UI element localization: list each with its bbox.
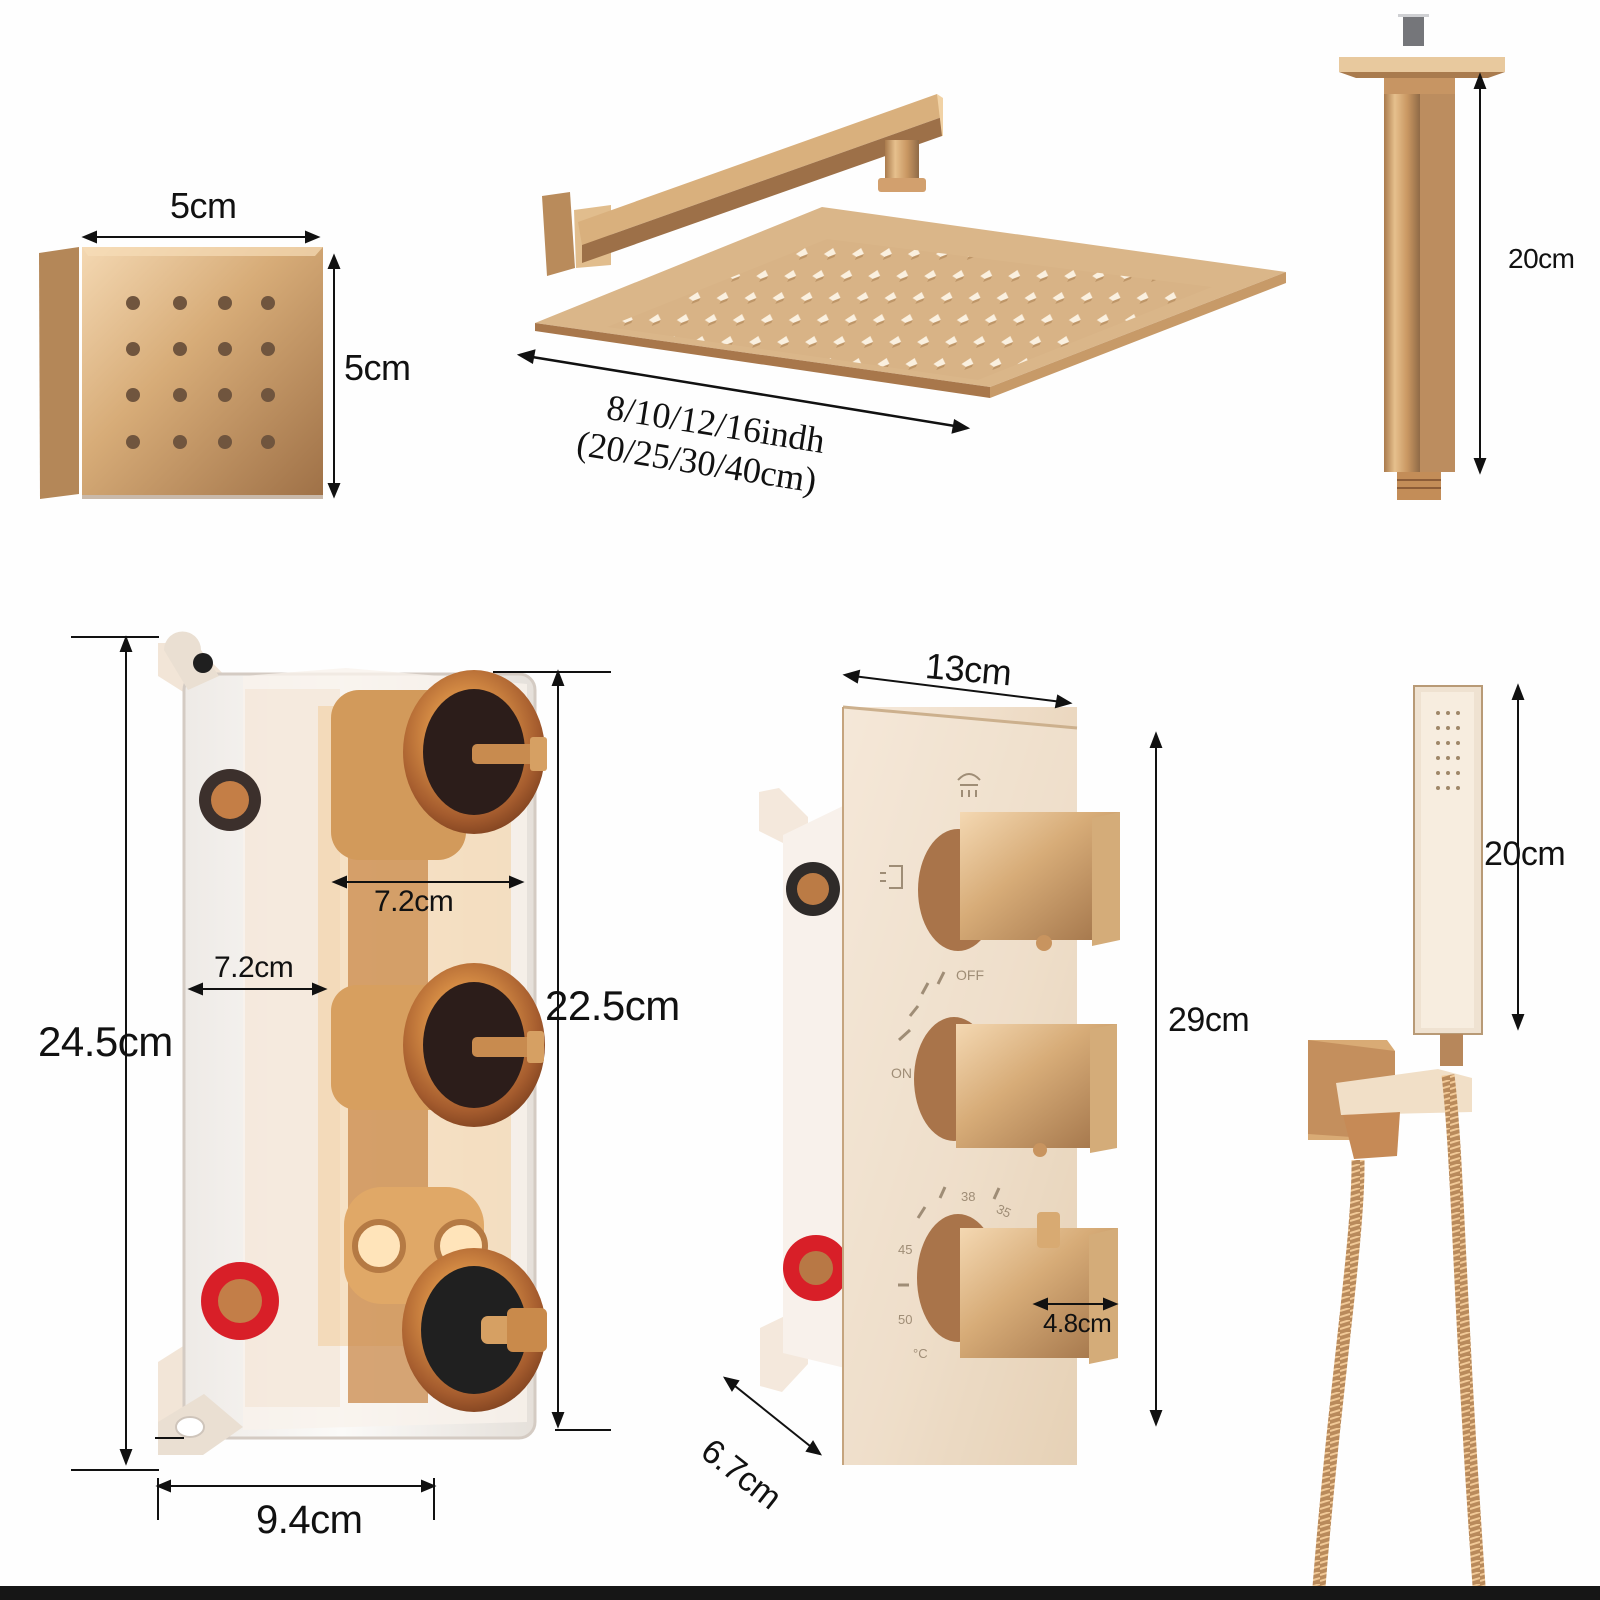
- panel-dimension-lines: [722, 669, 1163, 1456]
- trim-knob-top: [918, 812, 1120, 951]
- bottom-edge-bar: [0, 1586, 1600, 1600]
- body-jet-dimension-lines: [81, 230, 341, 499]
- trim-knob-bottom: [917, 1212, 1118, 1364]
- on-marking: ON: [891, 1065, 912, 1081]
- ceiling-shower-arm: [1339, 14, 1505, 500]
- hand-shower-symbol-icon: [880, 865, 903, 889]
- ceiling-arm-length-label: 20cm: [1508, 243, 1575, 274]
- panel-width-label: 13cm: [923, 645, 1013, 694]
- thermostatic-trim-panel: [759, 705, 1120, 1465]
- temperature-45-marking: 45: [898, 1242, 913, 1257]
- valve-middle-cartridge: [331, 963, 545, 1127]
- valve-lower-cartridge: [201, 1187, 547, 1412]
- panel-height-label: 29cm: [1168, 1001, 1250, 1039]
- temperature-38-marking: 38: [961, 1189, 976, 1204]
- body-jet: [39, 247, 323, 499]
- handheld-length-label: 20cm: [1484, 835, 1566, 873]
- concealed-valve-body: [155, 631, 547, 1455]
- trim-panel-ticks: [897, 971, 1001, 1287]
- off-marking: OFF: [956, 967, 984, 983]
- temperature-unit-marking: °C: [913, 1346, 928, 1361]
- valve-upper-cartridge: [199, 670, 547, 860]
- body-jet-nozzles: [126, 296, 275, 449]
- body-jet-width-label: 5cm: [170, 185, 237, 226]
- rain-shower-head: [535, 94, 1286, 398]
- body-jet-height-label: 5cm: [344, 347, 411, 388]
- shower-symbol-icon: [957, 773, 981, 797]
- valve-top-spacing-label: 7.2cm: [374, 885, 454, 918]
- temperature-50-marking: 50: [898, 1312, 913, 1327]
- valve-left-spacing-label: 7.2cm: [214, 951, 294, 984]
- shower-head-dimension-line: [516, 349, 971, 434]
- valve-outer-height-label: 24.5cm: [38, 1018, 173, 1065]
- valve-inner-height-label: 22.5cm: [545, 982, 680, 1029]
- hand-shower-nozzles: [1436, 711, 1460, 790]
- hand-shower-set: [1308, 685, 1487, 1600]
- knob-width-label: 4.8cm: [1043, 1308, 1112, 1338]
- ceiling-arm-dimension-line: [1473, 72, 1487, 475]
- hand-shower-dimension-line: [1511, 683, 1525, 1031]
- valve-width-label: 9.4cm: [256, 1498, 363, 1542]
- trim-knob-middle: [914, 1017, 1117, 1157]
- valve-dimension-lines: [71, 635, 611, 1520]
